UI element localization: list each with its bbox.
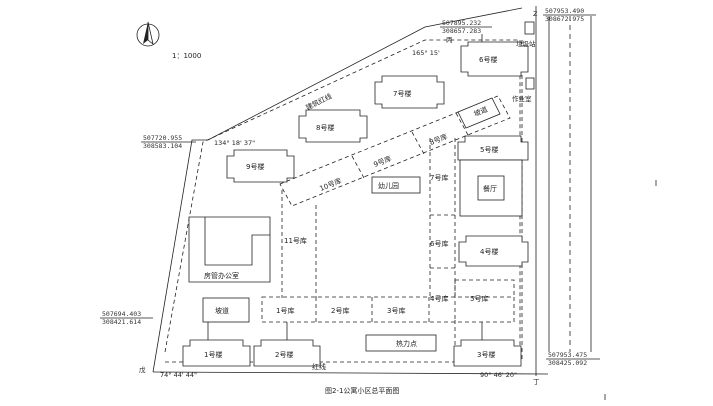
svg-text:7号楼: 7号楼 [393, 89, 411, 98]
svg-text:507953.490: 507953.490 [545, 7, 584, 15]
svg-text:308421.614: 308421.614 [102, 318, 141, 326]
svg-text:3号楼: 3号楼 [477, 350, 495, 359]
svg-text:308425.092: 308425.092 [548, 359, 587, 367]
corner-mark-sw: 戊 [139, 365, 146, 374]
ramp-bottom: 坡道 [202, 297, 250, 323]
workshop: 作业室 [512, 77, 535, 103]
heating-station: 热力点 [365, 334, 437, 352]
svg-text:308583.104: 308583.104 [143, 142, 182, 150]
property-office: 房管办公室 [188, 216, 271, 283]
garage-7: 7号库 [430, 173, 448, 182]
building-1: 1号楼 [182, 339, 251, 367]
svg-text:308657.283: 308657.283 [442, 27, 481, 35]
garage-1: 1号库 [276, 306, 294, 315]
coord-ne: 507953.490 308672.975 [543, 7, 596, 23]
garage-11: 11号库 [284, 236, 307, 245]
road [548, 16, 592, 352]
north-arrow-icon [136, 21, 160, 47]
angle-north: 165° 15' [412, 49, 440, 57]
coord-north: 507895.232 308657.283 [440, 19, 492, 35]
svg-text:餐厅: 餐厅 [483, 184, 497, 193]
svg-text:507720.955: 507720.955 [143, 134, 182, 142]
svg-text:2号楼: 2号楼 [275, 350, 293, 359]
svg-text:507694.403: 507694.403 [102, 310, 141, 318]
red-line-label: 红线 [312, 362, 326, 371]
svg-text:4号楼: 4号楼 [480, 247, 498, 256]
coord-se: 507953.475 308425.092 [546, 351, 600, 367]
garage-3: 3号库 [387, 306, 405, 315]
building-2: 2号楼 [253, 339, 321, 367]
svg-text:8号楼: 8号楼 [316, 123, 334, 132]
kindergarten: 幼儿园 [371, 176, 421, 194]
garage-row-bottom [261, 279, 515, 323]
svg-text:幼儿园: 幼儿园 [378, 181, 399, 190]
svg-text:房管办公室: 房管办公室 [204, 271, 239, 280]
angle-se: 90° 46' 20" [480, 371, 517, 379]
svg-text:作业室: 作业室 [512, 94, 532, 103]
garage-strip-diagonal [279, 95, 511, 207]
garage-6: 6号库 [430, 239, 448, 248]
building-6: 6号楼 [460, 41, 529, 77]
corner-mark-north: 丙 [446, 36, 453, 44]
ramp-top: 坡道 [457, 97, 501, 129]
building-4: 4号楼 [458, 235, 529, 267]
coord-west: 507720.955 308583.104 [141, 134, 196, 150]
building-3: 3号楼 [453, 339, 522, 367]
svg-text:5号楼: 5号楼 [480, 145, 498, 154]
garage-4: 4号库 [430, 294, 448, 303]
building-5: 5号楼 [457, 135, 529, 161]
canteen: 餐厅 [459, 159, 523, 217]
svg-text:坡道: 坡道 [215, 306, 229, 315]
building-line-label: 建筑红线 [304, 91, 333, 112]
svg-text:热力点: 热力点 [396, 339, 417, 348]
building-7: 7号楼 [374, 75, 445, 109]
angle-west: 134° 18' 37" [214, 139, 255, 147]
corner-mark-ne: Z [533, 10, 538, 18]
building-8: 8号楼 [298, 109, 368, 143]
building-9: 9号楼 [226, 149, 295, 183]
scale-label: 1：1000 [172, 52, 201, 60]
coord-sw: 507694.403 308421.614 [100, 310, 153, 326]
corner-mark-se: 丁 [533, 378, 540, 386]
figure-caption: 图2-1公寓小区总平面图 [325, 386, 399, 395]
garage-10: 10号库 [318, 176, 343, 193]
garbage-station: 垃圾站 [516, 21, 536, 48]
svg-text:507895.232: 507895.232 [442, 19, 481, 27]
svg-text:9号楼: 9号楼 [246, 162, 264, 171]
garage-9: 9号库 [372, 154, 392, 169]
garage-8: 8号库 [428, 132, 448, 147]
svg-text:1号楼: 1号楼 [204, 350, 222, 359]
svg-text:垃圾站: 垃圾站 [516, 39, 536, 48]
svg-text:308672.975: 308672.975 [545, 15, 584, 23]
garage-5: 5号库 [470, 294, 488, 303]
svg-text:6号楼: 6号楼 [479, 55, 497, 64]
svg-text:507953.475: 507953.475 [548, 351, 587, 359]
garage-2: 2号库 [331, 306, 349, 315]
angle-sw: 74° 44' 44" [160, 371, 197, 379]
